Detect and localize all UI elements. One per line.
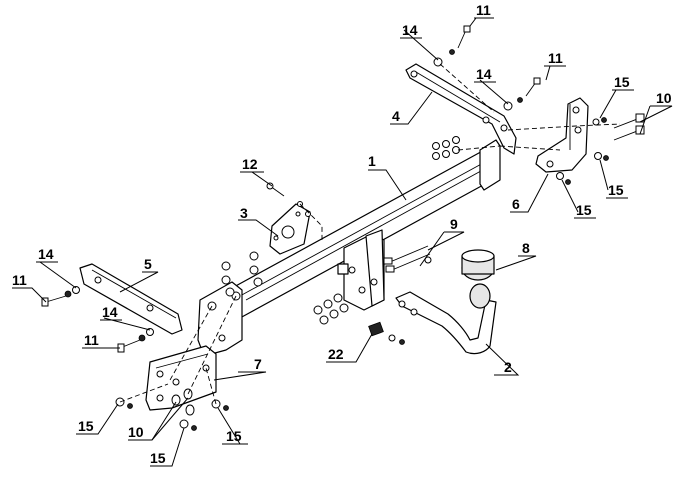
callout-8: 8 bbox=[522, 240, 530, 256]
callout-15-bottom: 15 bbox=[150, 450, 166, 466]
callout-11-mid: 11 bbox=[548, 50, 563, 66]
right-side-bracket bbox=[405, 63, 517, 155]
callout-6: 6 bbox=[512, 196, 520, 212]
callout-14-left: 14 bbox=[38, 246, 54, 262]
callout-2: 2 bbox=[504, 359, 512, 375]
mount-bolts bbox=[383, 245, 432, 273]
bolt-top-right bbox=[433, 25, 471, 67]
callout-15-right-lower: 15 bbox=[576, 202, 592, 218]
bolts-right-side bbox=[556, 113, 645, 185]
callout-4: 4 bbox=[392, 108, 400, 124]
callout-9: 9 bbox=[450, 216, 458, 232]
lower-left-bracket bbox=[145, 345, 217, 416]
callout-15-right-top: 15 bbox=[614, 74, 630, 90]
tow-ball-arm bbox=[395, 291, 497, 355]
callout-15-bracket7: 15 bbox=[226, 428, 242, 444]
callout-14-left-lower: 14 bbox=[102, 304, 118, 320]
callout-11-left-lower: 11 bbox=[84, 332, 99, 348]
socket-bolt bbox=[368, 321, 405, 345]
left-side-bracket bbox=[79, 263, 183, 335]
callout-10-right: 10 bbox=[656, 90, 672, 106]
callout-11-left-upper: 11 bbox=[12, 272, 27, 288]
nut-cluster-left bbox=[221, 251, 263, 297]
callout-5: 5 bbox=[144, 256, 152, 272]
bolt-mid-right bbox=[503, 77, 541, 111]
nut-cluster-center bbox=[313, 293, 349, 325]
callout-12: 12 bbox=[242, 156, 258, 172]
bolt-left-lower bbox=[117, 328, 154, 353]
center-mount bbox=[337, 229, 385, 311]
tow-ball-cap bbox=[461, 249, 495, 309]
callout-22: 22 bbox=[328, 346, 344, 362]
callout-14-mid: 14 bbox=[476, 66, 492, 82]
callout-1: 1 bbox=[368, 153, 376, 169]
callout-7: 7 bbox=[254, 356, 262, 372]
callout-10-lower: 10 bbox=[128, 424, 144, 440]
right-lower-bracket bbox=[535, 97, 589, 173]
nut-cluster-right bbox=[432, 136, 460, 160]
left-end-plate bbox=[197, 281, 243, 357]
wiring-socket-plate bbox=[269, 203, 311, 255]
callout-11-top: 11 bbox=[476, 2, 491, 18]
lower-washers bbox=[115, 397, 229, 431]
label-underlines bbox=[12, 17, 672, 467]
bolt-left-upper bbox=[41, 286, 80, 307]
callout-15-right: 15 bbox=[608, 182, 624, 198]
callout-3: 3 bbox=[240, 205, 248, 221]
alignment-lines bbox=[119, 63, 621, 405]
callout-15-left: 15 bbox=[78, 418, 94, 434]
callout-14-top: 14 bbox=[402, 22, 418, 38]
